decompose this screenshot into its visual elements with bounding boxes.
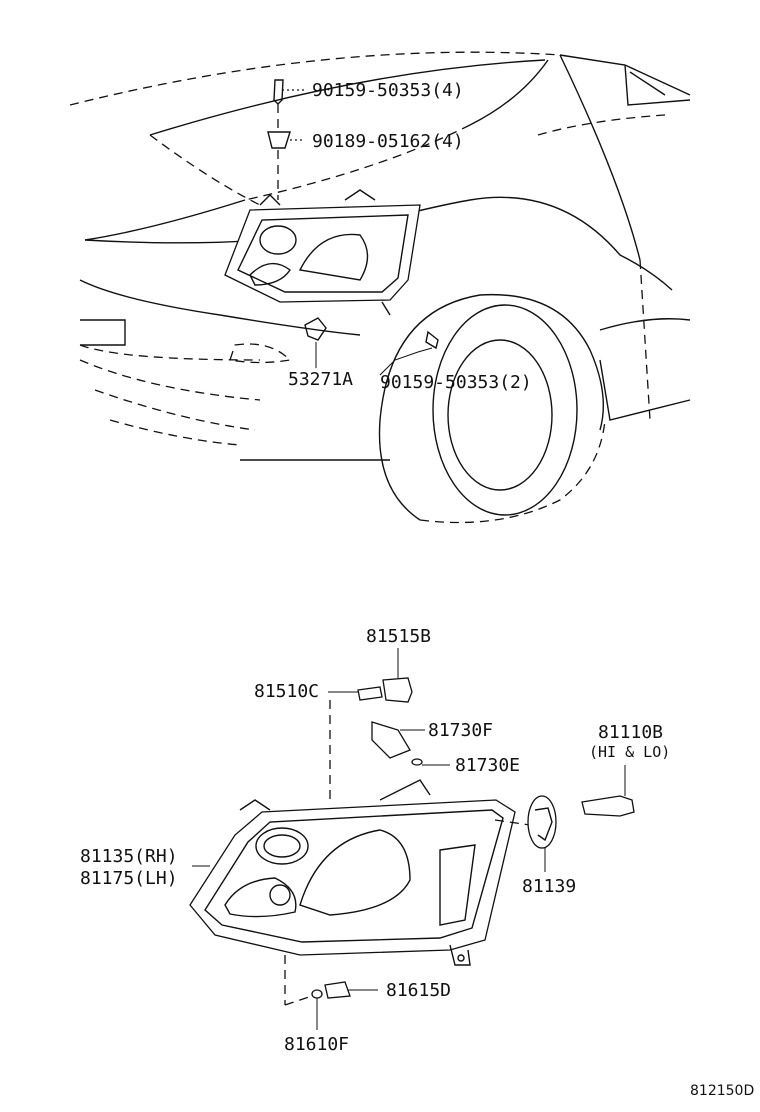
headlamp-exploded-view [189, 648, 635, 1030]
label-bulb-park: 81730E [455, 755, 520, 776]
label-cover: 81139 [522, 876, 576, 897]
label-bracket: 53271A [288, 369, 353, 390]
label-bulb-lower: 81610F [284, 1034, 349, 1055]
label-bulb-head: 81110B [598, 722, 663, 743]
label-socket-side: 81515B [366, 626, 431, 647]
label-socket-park: 81730F [428, 720, 493, 741]
label-headlamp-rh: 81135(RH) [80, 846, 178, 867]
label-screw-side: 90159-50353(2) [380, 372, 532, 393]
diagram-id: 812150D [690, 1083, 754, 1099]
label-bulb-side: 81510C [254, 681, 319, 702]
label-socket-lower: 81615D [386, 980, 451, 1001]
label-screw-top: 90159-50353(4) [312, 80, 464, 101]
label-headlamp-lh: 81175(LH) [80, 868, 178, 889]
label-clip-top: 90189-05162(4) [312, 131, 464, 152]
label-bulb-head-note: (HI & LO) [589, 743, 670, 761]
vehicle-front-illustration [69, 51, 691, 524]
